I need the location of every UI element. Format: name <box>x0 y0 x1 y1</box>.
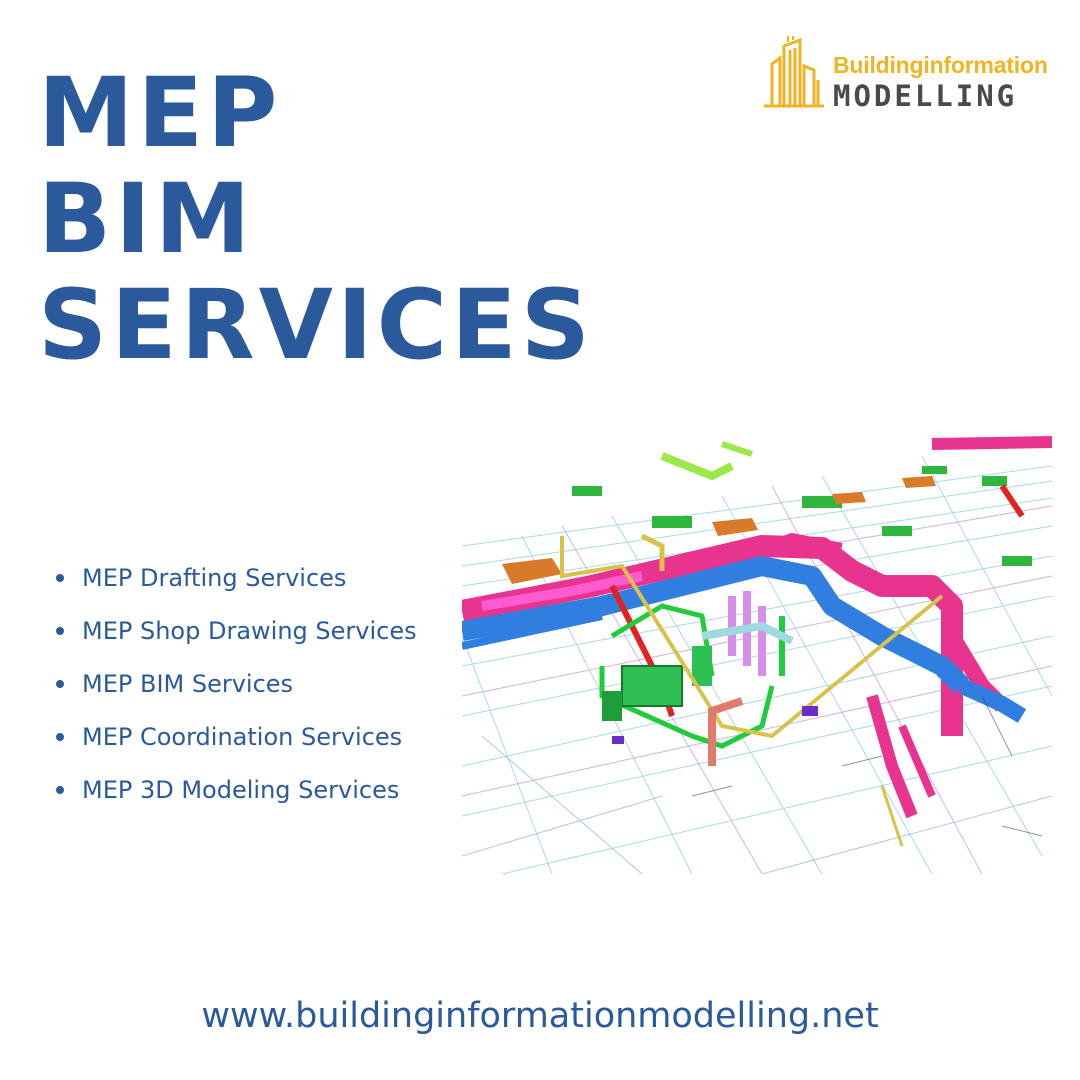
bullet-icon <box>56 680 64 688</box>
brand-logo[interactable]: Buildinginformation MODELLING <box>762 36 1062 113</box>
mep-3d-model-image <box>462 436 1052 874</box>
headline-line-3: SERVICES <box>38 269 594 381</box>
list-item: MEP Coordination Services <box>52 715 417 768</box>
list-item: MEP Shop Drawing Services <box>52 609 417 662</box>
service-label: MEP Shop Drawing Services <box>82 617 417 645</box>
website-link[interactable]: www.buildinginformationmodelling.net <box>201 996 879 1036</box>
bullet-icon <box>56 574 64 582</box>
bullet-icon <box>56 733 64 741</box>
service-label: MEP 3D Modeling Services <box>82 776 400 804</box>
headline: MEP BIM SERVICES <box>38 60 594 378</box>
bullet-icon <box>56 627 64 635</box>
services-list: MEP Drafting Services MEP Shop Drawing S… <box>52 556 417 821</box>
headline-line-2: BIM <box>38 163 255 275</box>
logo-top-text: Buildinginformation <box>833 52 1048 78</box>
list-item: MEP Drafting Services <box>52 556 417 609</box>
list-item: MEP BIM Services <box>52 662 417 715</box>
logo-bottom-text: MODELLING <box>833 79 1018 113</box>
service-label: MEP Coordination Services <box>82 723 403 751</box>
mep-model-illustration <box>462 436 1052 874</box>
headline-line-1: MEP <box>38 57 282 169</box>
bullet-icon <box>56 786 64 794</box>
service-label: MEP BIM Services <box>82 670 294 698</box>
list-item: MEP 3D Modeling Services <box>52 768 417 821</box>
building-icon <box>764 36 824 108</box>
service-label: MEP Drafting Services <box>82 564 347 592</box>
